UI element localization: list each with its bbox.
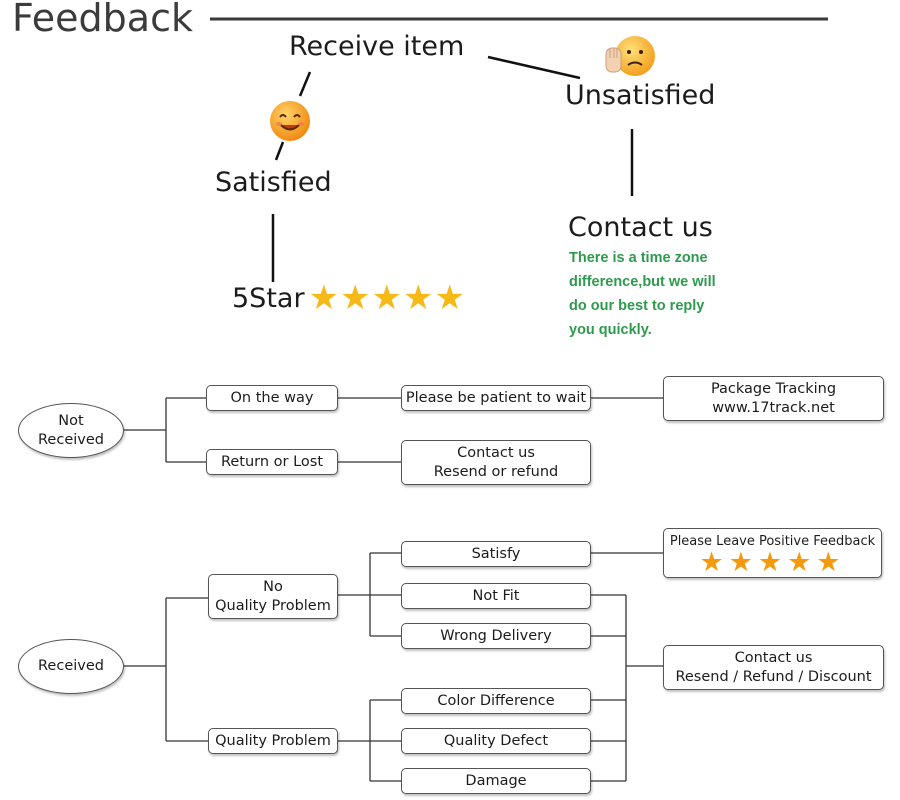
star-icon: ★★★★★	[699, 547, 846, 578]
five-star-rating: 5Star ★★★★★	[232, 281, 466, 315]
positive-feedback-node: Please Leave Positive Feedback ★★★★★	[663, 528, 882, 578]
unsatisfied-label: Unsatisfied	[565, 80, 716, 111]
node-line: Contact us	[734, 649, 813, 666]
star-icon: ★★★★★	[308, 278, 466, 318]
node-line: Not	[58, 412, 84, 429]
satisfied-label: Satisfied	[215, 167, 332, 198]
note-line: do our best to reply	[569, 298, 705, 314]
node-line: Resend or refund	[433, 463, 559, 480]
five-star-label: 5Star	[232, 282, 305, 314]
quality-defect-node: Quality Defect	[401, 728, 591, 754]
node-line: Resend / Refund / Discount	[675, 668, 872, 685]
node-line: Contact us	[457, 444, 535, 461]
page-title: Feedback	[12, 0, 193, 40]
package-tracking-node: Package Tracking www.17track.net	[663, 376, 884, 421]
contact-us-label: Contact us	[568, 212, 713, 243]
node-line: Package Tracking	[710, 380, 837, 397]
contact-resend-refund-discount-node: Contact us Resend / Refund / Discount	[663, 645, 884, 690]
contact-resend-refund-node: Contact us Resend or refund	[401, 440, 591, 485]
not-received-node: Not Received	[18, 403, 124, 458]
note-line: you quickly.	[569, 322, 652, 338]
not-fit-node: Not Fit	[401, 583, 591, 609]
satisfy-node: Satisfy	[401, 541, 591, 567]
received-node: Received	[18, 639, 124, 694]
damage-node: Damage	[401, 768, 591, 794]
node-line: Received	[38, 658, 104, 674]
note-line: difference,but we will	[569, 274, 716, 290]
tracking-link[interactable]: www.17track.net	[712, 399, 835, 416]
quality-problem-node: Quality Problem	[208, 728, 338, 754]
note-line: There is a time zone	[569, 250, 708, 266]
smiling-face-icon	[270, 101, 310, 141]
time-zone-note: There is a time zone difference,but we w…	[569, 246, 769, 342]
unhappy-face-icon	[605, 36, 655, 76]
node-line: Quality Problem	[215, 597, 331, 614]
node-line: No	[263, 578, 283, 595]
be-patient-node: Please be patient to wait	[401, 385, 591, 411]
no-quality-problem-node: No Quality Problem	[208, 574, 338, 619]
on-the-way-node: On the way	[206, 385, 338, 411]
color-difference-node: Color Difference	[401, 688, 591, 714]
wrong-delivery-node: Wrong Delivery	[401, 623, 591, 649]
return-or-lost-node: Return or Lost	[206, 449, 338, 475]
receive-item-label: Receive item	[289, 31, 465, 62]
node-line: Received	[38, 431, 104, 448]
node-line: Please Leave Positive Feedback	[669, 534, 876, 549]
